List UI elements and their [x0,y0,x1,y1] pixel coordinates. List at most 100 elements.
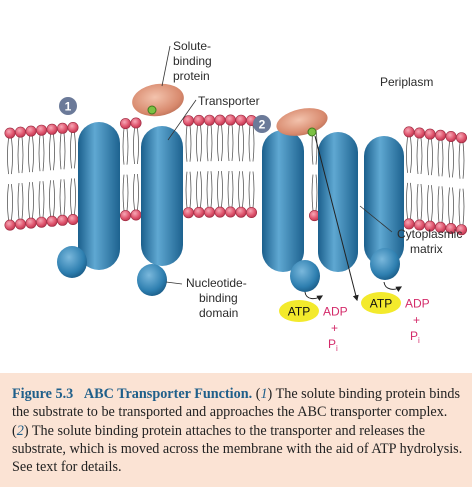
phospholipid-head [25,125,37,137]
lipid-tail [238,125,244,208]
transporter-subunit-left-2 [262,130,304,272]
phospholipid-head [225,114,237,126]
phospholipid-head [434,129,446,141]
caption-step2-text: The solute binding protein attaches to t… [12,422,463,476]
atp-label-right: ATP [370,297,392,311]
label-cytoplasmic-matrix-2: matrix [410,242,443,256]
step-badge-1-text: 1 [65,100,72,114]
substrate-translocation-arrow [314,135,359,302]
label-solute-binding-protein-1: Solute- [173,39,211,53]
atp-label-left: ATP [288,305,310,319]
reaction-right: ATP ADP + Pi [361,292,430,345]
label-nucleotide-binding-domain-2: binding [199,291,238,305]
pi-main-right: P [410,329,418,343]
pi-sub-right: i [418,336,420,345]
lipid-tail [406,136,412,219]
phospholipid-head [120,118,132,130]
lipid-tail [227,124,234,208]
lipid-tail [122,128,129,211]
phospholipid-head [204,206,216,218]
lipid-tail [59,133,66,216]
phospholipid-head [35,124,47,136]
phospholipid-head [4,219,16,231]
phospholipid-head [183,207,195,219]
phospholipid-head [15,218,26,230]
transporter-subunit-right-2 [318,132,358,272]
lipid-tail [185,125,192,208]
pi-label-left: Pi [328,337,338,353]
phospholipid-head [246,207,258,219]
caption-step2-num: (2) [12,422,29,439]
phospholipid-head [193,206,205,218]
phospholipid-head [130,117,142,129]
transporter-subunit-left-1 [78,122,120,270]
label-nucleotide-binding-domain-1: Nucleotide- [186,276,247,290]
lipid-tail [311,128,318,211]
label-cytoplasmic-matrix-1: Cytoplasmic [397,227,462,241]
phospholipid-head [46,123,58,135]
step-badge-2: 2 [253,115,271,133]
phospholipid-head [35,216,47,228]
lipid-tail [427,139,433,222]
phospholipid-head [455,132,467,144]
lipid-tail [17,137,24,220]
phospholipid-head [204,114,216,126]
step-badge-2-text: 2 [259,118,266,132]
caption-step1-num: (1) [255,386,273,402]
label-nucleotide-binding-domain-3: domain [199,306,238,320]
phospholipid-head [15,126,26,138]
phospholipid-head [193,114,205,126]
leader-cytoplasmic-matrix [359,205,393,233]
caption-figure-label: Figure 5.3 [12,386,74,402]
phospholipid-head [455,224,467,236]
lipid-tail [70,132,76,215]
lipid-tail [448,141,454,224]
label-transporter: Transporter [198,94,260,108]
transporter-complex-2 [262,130,358,292]
label-periplasm: Periplasm [380,75,433,89]
phospholipid-head [67,214,79,226]
phospholipid-head [67,122,79,134]
nucleotide-binding-domain-3 [370,248,400,280]
nucleotide-binding-domain-2 [290,260,320,292]
pi-main-left: P [328,337,336,351]
lipid-tail [416,137,423,221]
abc-transporter-diagram: 1 2 Solute- binding protein Transporter … [4,39,467,353]
lipid-tail [38,135,45,218]
phospholipid-head [225,206,237,218]
transporter-subunit-3 [364,136,404,266]
label-solute-binding-protein-2: binding [173,54,212,68]
phospholipid-head [25,217,37,229]
transporter-subunit-right-1 [141,126,183,266]
caption-title: ABC Transporter Function. [83,386,253,402]
transporter-complex-1 [57,122,183,296]
substrate-1 [147,105,157,115]
lipid-tail [437,140,444,223]
membrane-lipid-tails [7,124,465,225]
nucleotide-binding-domain-1a [57,246,87,278]
step-badge-1: 1 [59,97,77,115]
lipid-tail [217,125,223,208]
phospholipid-head [4,127,16,139]
phospholipid-head [130,209,142,221]
atp-highlight-right [361,292,401,314]
phospholipid-head [235,114,247,126]
phospholipid-head [56,214,68,226]
leader-nucleotide-binding-domain [165,281,183,285]
pi-label-right: Pi [410,329,420,345]
lipid-tail [458,142,465,225]
label-solute-binding-protein-3: protein [173,69,210,83]
phospholipid-head [214,114,226,126]
leader-transporter [167,99,197,141]
phospholipid-head [413,127,425,139]
lipid-tail [7,138,13,221]
phospholipid-head [120,210,132,222]
transporter-complex-3 [364,136,404,280]
leader-solute-binding-protein [161,45,171,87]
pi-sub-left: i [336,344,338,353]
atp-hydrolysis-arrow-1 [304,291,324,301]
plus-label-right: + [413,313,420,327]
phospholipid-head [214,206,226,218]
nucleotide-binding-domain-1b [137,264,167,296]
caption-step2-num-text: 2 [16,422,24,439]
